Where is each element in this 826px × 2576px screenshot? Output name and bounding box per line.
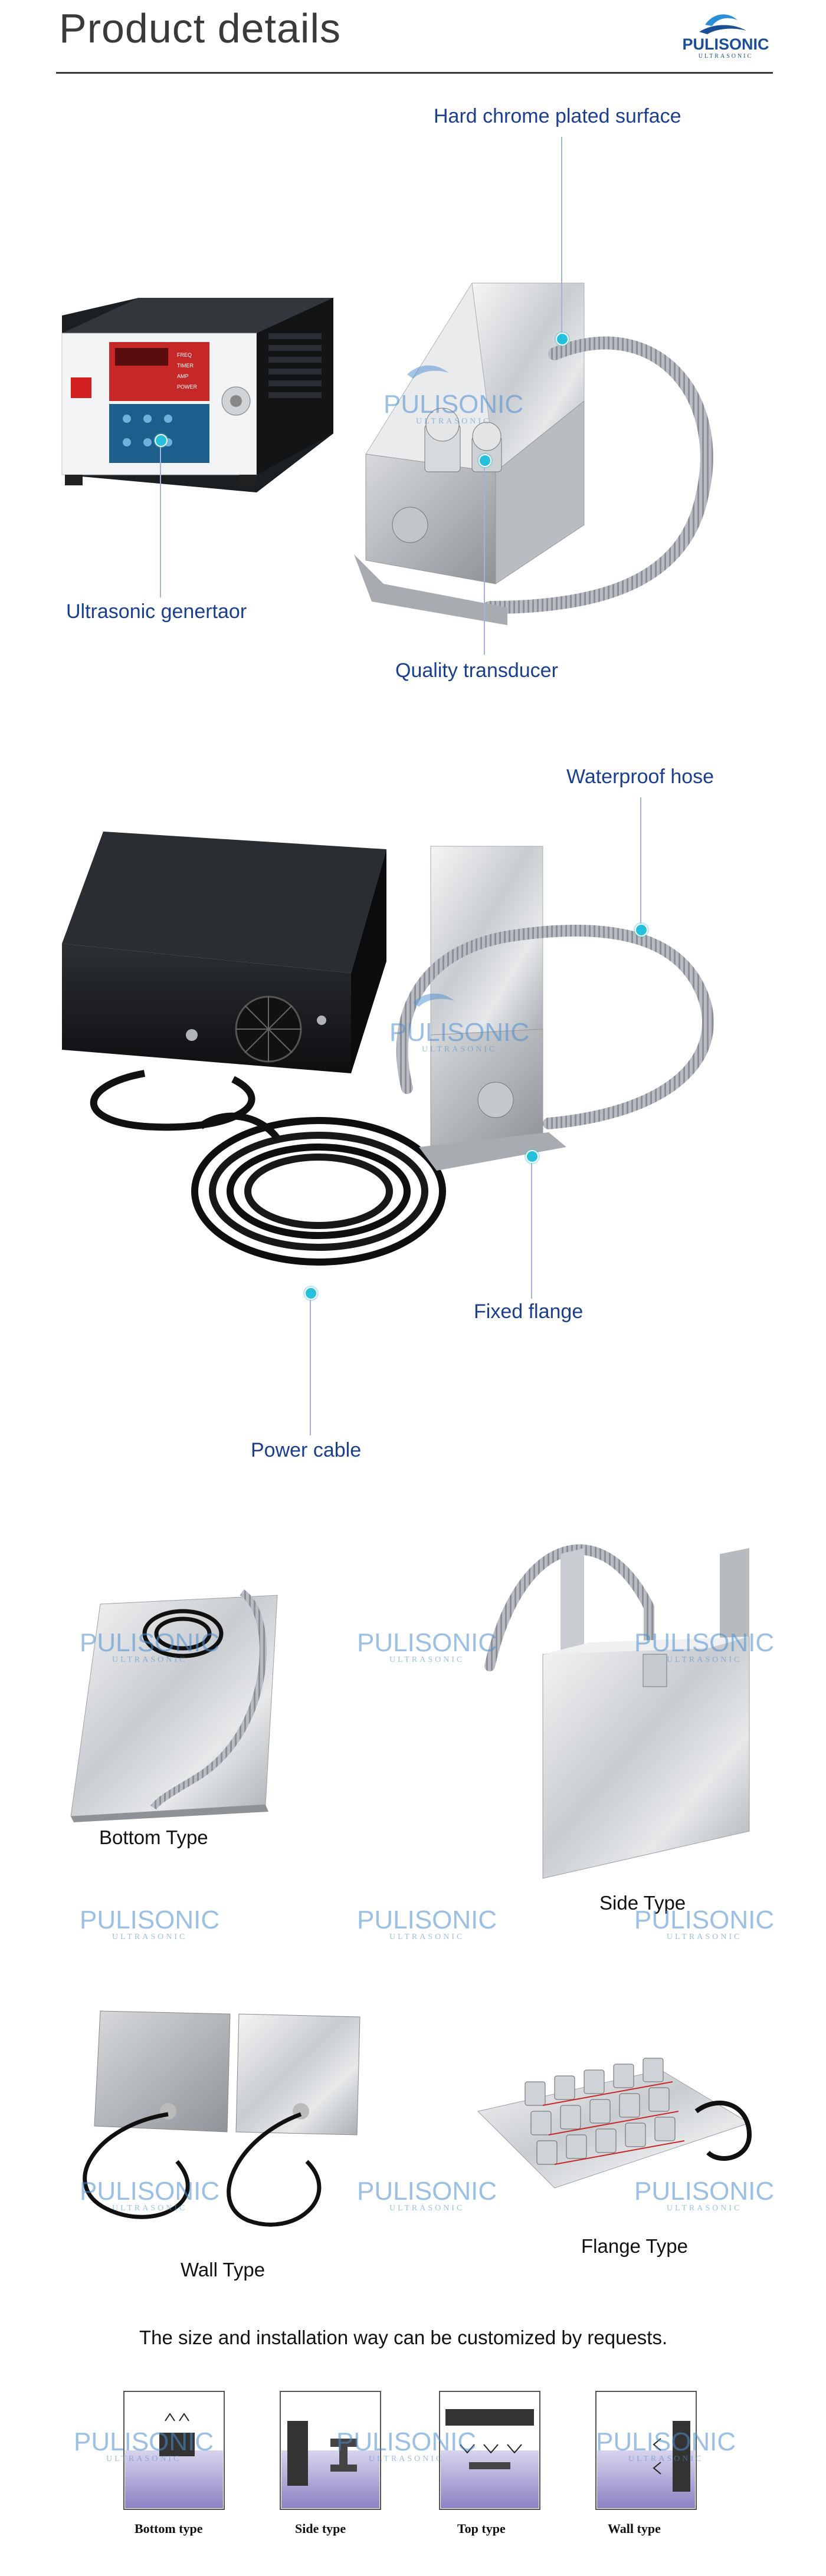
immersible-transducer-box-2-image xyxy=(396,846,714,1171)
customization-note: The size and installation way can be cus… xyxy=(139,2327,668,2348)
svg-text:AMP: AMP xyxy=(177,373,189,379)
svg-text:ULTRASONIC: ULTRASONIC xyxy=(389,1933,464,1941)
power-switch-icon xyxy=(71,377,91,398)
brand-logo: PULISONIC ULTRASONIC xyxy=(682,14,769,60)
logo-wave-icon xyxy=(705,14,738,26)
bottom-type-plate-image xyxy=(70,1589,278,1822)
svg-text:PULISONIC: PULISONIC xyxy=(682,35,769,53)
callout-flange: Fixed flange xyxy=(474,1300,584,1323)
callout-surface: Hard chrome plated surface xyxy=(434,105,681,127)
immersible-transducer-box-image xyxy=(354,282,713,625)
caption-wall-type: Wall Type xyxy=(181,2259,266,2281)
diagram-label-bottom: Bottom type xyxy=(135,2521,203,2536)
title-divider xyxy=(56,72,773,74)
svg-text:TIMER: TIMER xyxy=(177,363,194,369)
svg-text:PULISONIC: PULISONIC xyxy=(357,1905,497,1934)
callout-surface-dot xyxy=(556,333,569,346)
svg-text:FREQ: FREQ xyxy=(177,352,192,358)
callout-generator: Ultrasonic genertaor xyxy=(66,600,247,623)
svg-text:POWER: POWER xyxy=(177,384,198,390)
callout-flange-dot xyxy=(526,1150,539,1163)
callout-transducer-line xyxy=(484,467,485,655)
diagram-side-type xyxy=(280,2391,381,2510)
svg-text:ULTRASONIC: ULTRASONIC xyxy=(112,1933,187,1941)
watermark-7: PULISONIC ULTRASONIC xyxy=(357,1905,497,1941)
callout-hose: Waterproof hose xyxy=(566,765,714,788)
caption-flange-type: Flange Type xyxy=(581,2235,689,2257)
page-title: Product details xyxy=(59,5,342,51)
svg-text:ULTRASONIC: ULTRASONIC xyxy=(699,53,753,60)
diagram-wall-type xyxy=(595,2391,697,2510)
svg-text:ULTRASONIC: ULTRASONIC xyxy=(667,2204,742,2213)
power-cable-coil-image xyxy=(191,1112,446,1266)
callout-hose-line xyxy=(640,797,641,926)
diagram-bottom-type xyxy=(123,2391,225,2510)
black-generator-image xyxy=(62,832,386,1131)
svg-text:ULTRASONIC: ULTRASONIC xyxy=(667,1933,742,1941)
caption-side-type: Side Type xyxy=(599,1892,686,1914)
svg-text:PULISONIC: PULISONIC xyxy=(80,1905,219,1934)
diagram-label-top: Top type xyxy=(457,2521,506,2536)
side-type-box-image xyxy=(484,1544,750,1879)
flange-type-plate-image xyxy=(477,2058,752,2189)
callout-hose-dot xyxy=(635,924,648,937)
watermark-6: PULISONIC ULTRASONIC xyxy=(80,1905,219,1941)
diagram-label-wall: Wall type xyxy=(608,2521,661,2536)
callout-transducer-dot xyxy=(478,454,491,467)
svg-text:ULTRASONIC: ULTRASONIC xyxy=(389,1655,464,1664)
diagram-top-type xyxy=(439,2391,540,2510)
callout-cable-dot xyxy=(304,1287,317,1300)
callout-flange-line xyxy=(531,1163,532,1299)
callout-generator-line xyxy=(160,447,161,597)
callout-cable: Power cable xyxy=(251,1439,362,1461)
callout-cable-line xyxy=(310,1300,311,1435)
svg-text:ULTRASONIC: ULTRASONIC xyxy=(389,2204,464,2213)
wall-type-plates-image xyxy=(83,2010,360,2227)
diagram-label-side: Side type xyxy=(295,2521,346,2536)
callout-transducer: Quality transducer xyxy=(395,659,558,682)
callout-surface-line xyxy=(561,137,562,334)
callout-generator-dot xyxy=(155,434,168,447)
caption-bottom-type: Bottom Type xyxy=(99,1826,208,1848)
ultrasonic-generator-image: FREQ TIMER AMP POWER xyxy=(61,298,333,492)
